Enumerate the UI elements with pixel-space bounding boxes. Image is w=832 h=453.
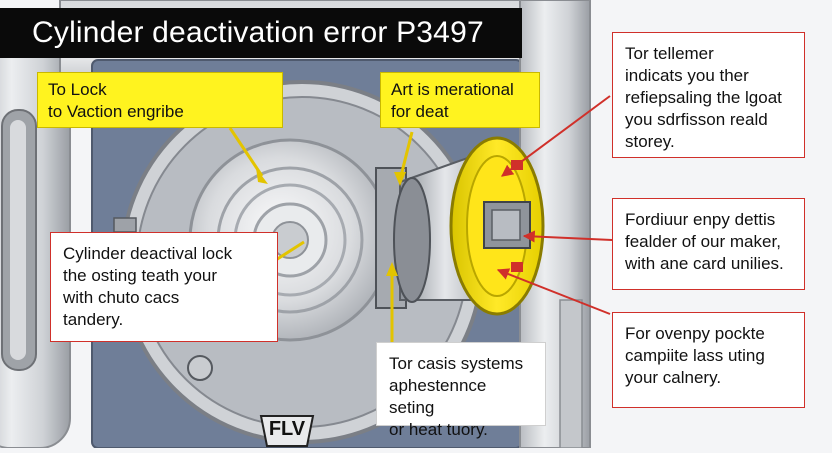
pointer-top-left-head xyxy=(256,168,268,184)
solenoid-plug-inner xyxy=(491,209,521,241)
logo: FLV xyxy=(257,414,317,448)
callout-line: Art is merational xyxy=(391,80,514,99)
callout-line: the osting teath your xyxy=(63,266,218,285)
callout-line: for deat xyxy=(391,102,449,121)
pointer-bottom-middle-head xyxy=(386,262,398,276)
left-bolt xyxy=(113,217,137,233)
callout-line: storey. xyxy=(625,132,675,151)
callout-left-middle: Cylinder deactival lock the osting teath… xyxy=(50,232,278,342)
callout-right-bottom: For ovenpy pockte campiite lass uting yo… xyxy=(612,312,805,408)
callout-line: with ane card unilies. xyxy=(625,254,784,273)
callout-line: you sdrfisson reald xyxy=(625,110,768,129)
arrow-right-middle xyxy=(522,230,624,247)
callout-right-middle: Fordiuur enpy dettis fealder of our make… xyxy=(612,198,805,290)
callout-line: or heat tuory. xyxy=(389,420,488,439)
callout-line: indicats you ther xyxy=(625,66,749,85)
logo-text: FLV xyxy=(268,418,306,440)
callout-line: your calnery. xyxy=(625,368,722,387)
callout-right-top: Tor tellemer indicats you ther refiepsal… xyxy=(612,32,805,158)
logo-badge xyxy=(259,415,315,447)
callout-line: campiite lass uting xyxy=(625,346,765,365)
callout-line: fealder of our maker, xyxy=(625,232,781,251)
callout-line: Tor casis systems xyxy=(389,354,524,373)
arrow-right-bottom xyxy=(496,268,611,315)
solenoid-tab-bottom xyxy=(511,262,523,272)
callout-bottom-middle: Tor casis systems aphestennce seting or … xyxy=(376,342,546,439)
right-lower-frame xyxy=(559,299,583,449)
callout-line: For ovenpy pockte xyxy=(625,324,765,343)
callout-line: Tor tellemer xyxy=(625,44,714,63)
pointer-top-middle-head xyxy=(394,172,406,186)
callout-line: aphestennce seting xyxy=(389,376,487,417)
callout-line: with chuto cacs xyxy=(63,288,180,307)
callout-line: refiepsaling the lgoat xyxy=(625,88,782,107)
left-slot-highlight xyxy=(10,120,26,360)
pointer-top-left xyxy=(228,127,264,177)
arrow-right-top xyxy=(501,95,611,177)
page-title: Cylinder deactivation error P3497 xyxy=(0,8,522,58)
callout-top-middle: Art is merational for deat xyxy=(380,72,540,128)
callout-line: tandery. xyxy=(63,310,124,329)
callout-line: to Vaction engribe xyxy=(48,102,184,121)
callout-line: Cylinder deactival lock xyxy=(63,244,233,263)
callout-line: Fordiuur enpy dettis xyxy=(625,210,776,229)
callout-line: To Lock xyxy=(48,80,107,99)
cone-neck xyxy=(393,177,431,303)
bottom-knob xyxy=(187,355,213,381)
callout-top-left: To Lock to Vaction engribe xyxy=(37,72,283,128)
